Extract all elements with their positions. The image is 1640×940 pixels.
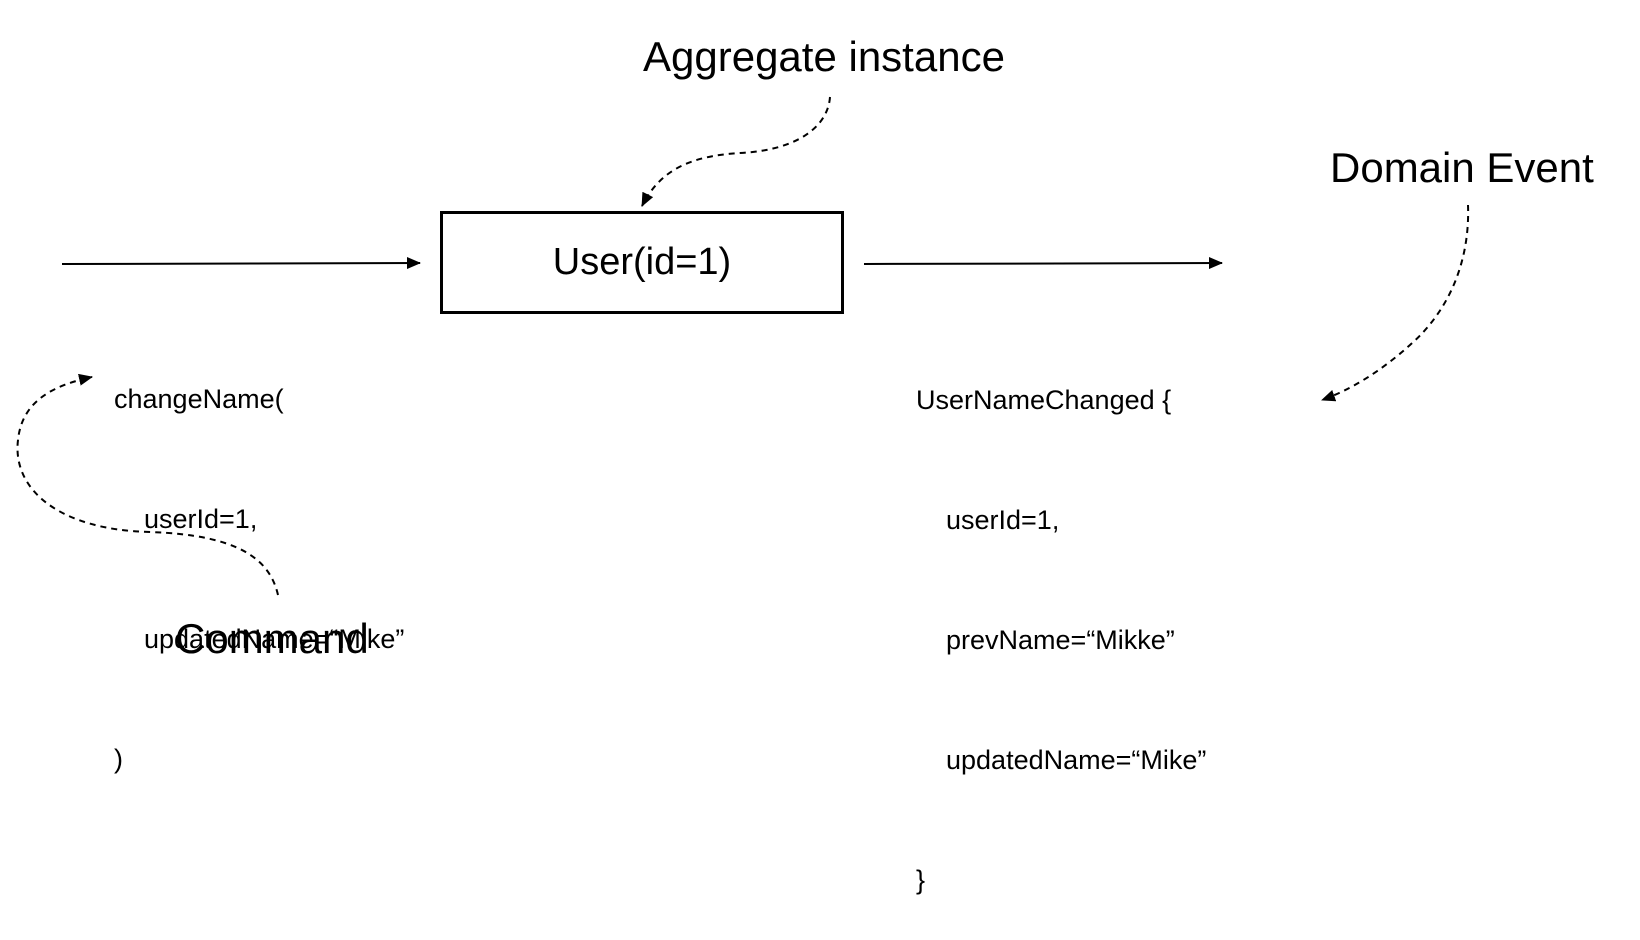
command-code-line: userId=1,: [144, 504, 258, 534]
command-flow-arrow: [61, 257, 421, 270]
aggregate-instance-label: Aggregate instance: [643, 33, 1005, 80]
event-code-line: }: [916, 865, 926, 895]
event-code-line: updatedName=“Mike”: [946, 745, 1207, 775]
command-code-line: changeName(: [114, 384, 284, 414]
domain-event-label: Domain Event: [1330, 144, 1594, 191]
event-code-line: userId=1,: [946, 505, 1060, 535]
aggregate-callout-arrow: [641, 96, 831, 207]
command-label: Command: [175, 615, 369, 662]
event-code-block: UserNameChanged { userId=1, prevName=“Mi…: [916, 300, 1206, 940]
event-callout-arrow: [1321, 204, 1470, 402]
command-callout-arrow: [16, 373, 279, 596]
command-code-line: updatedName=“Mike”: [144, 624, 405, 654]
aggregate-box: User(id=1): [440, 211, 844, 314]
event-flow-arrow: [863, 257, 1223, 270]
event-code-line: UserNameChanged {: [916, 385, 1172, 415]
command-code-block: changeName( userId=1, updatedName=“Mike”…: [114, 299, 404, 819]
command-code-line: ): [114, 744, 123, 774]
diagram-canvas: [16, 96, 1470, 596]
event-code-line: prevName=“Mikke”: [946, 625, 1175, 655]
aggregate-box-text: User(id=1): [552, 241, 732, 283]
